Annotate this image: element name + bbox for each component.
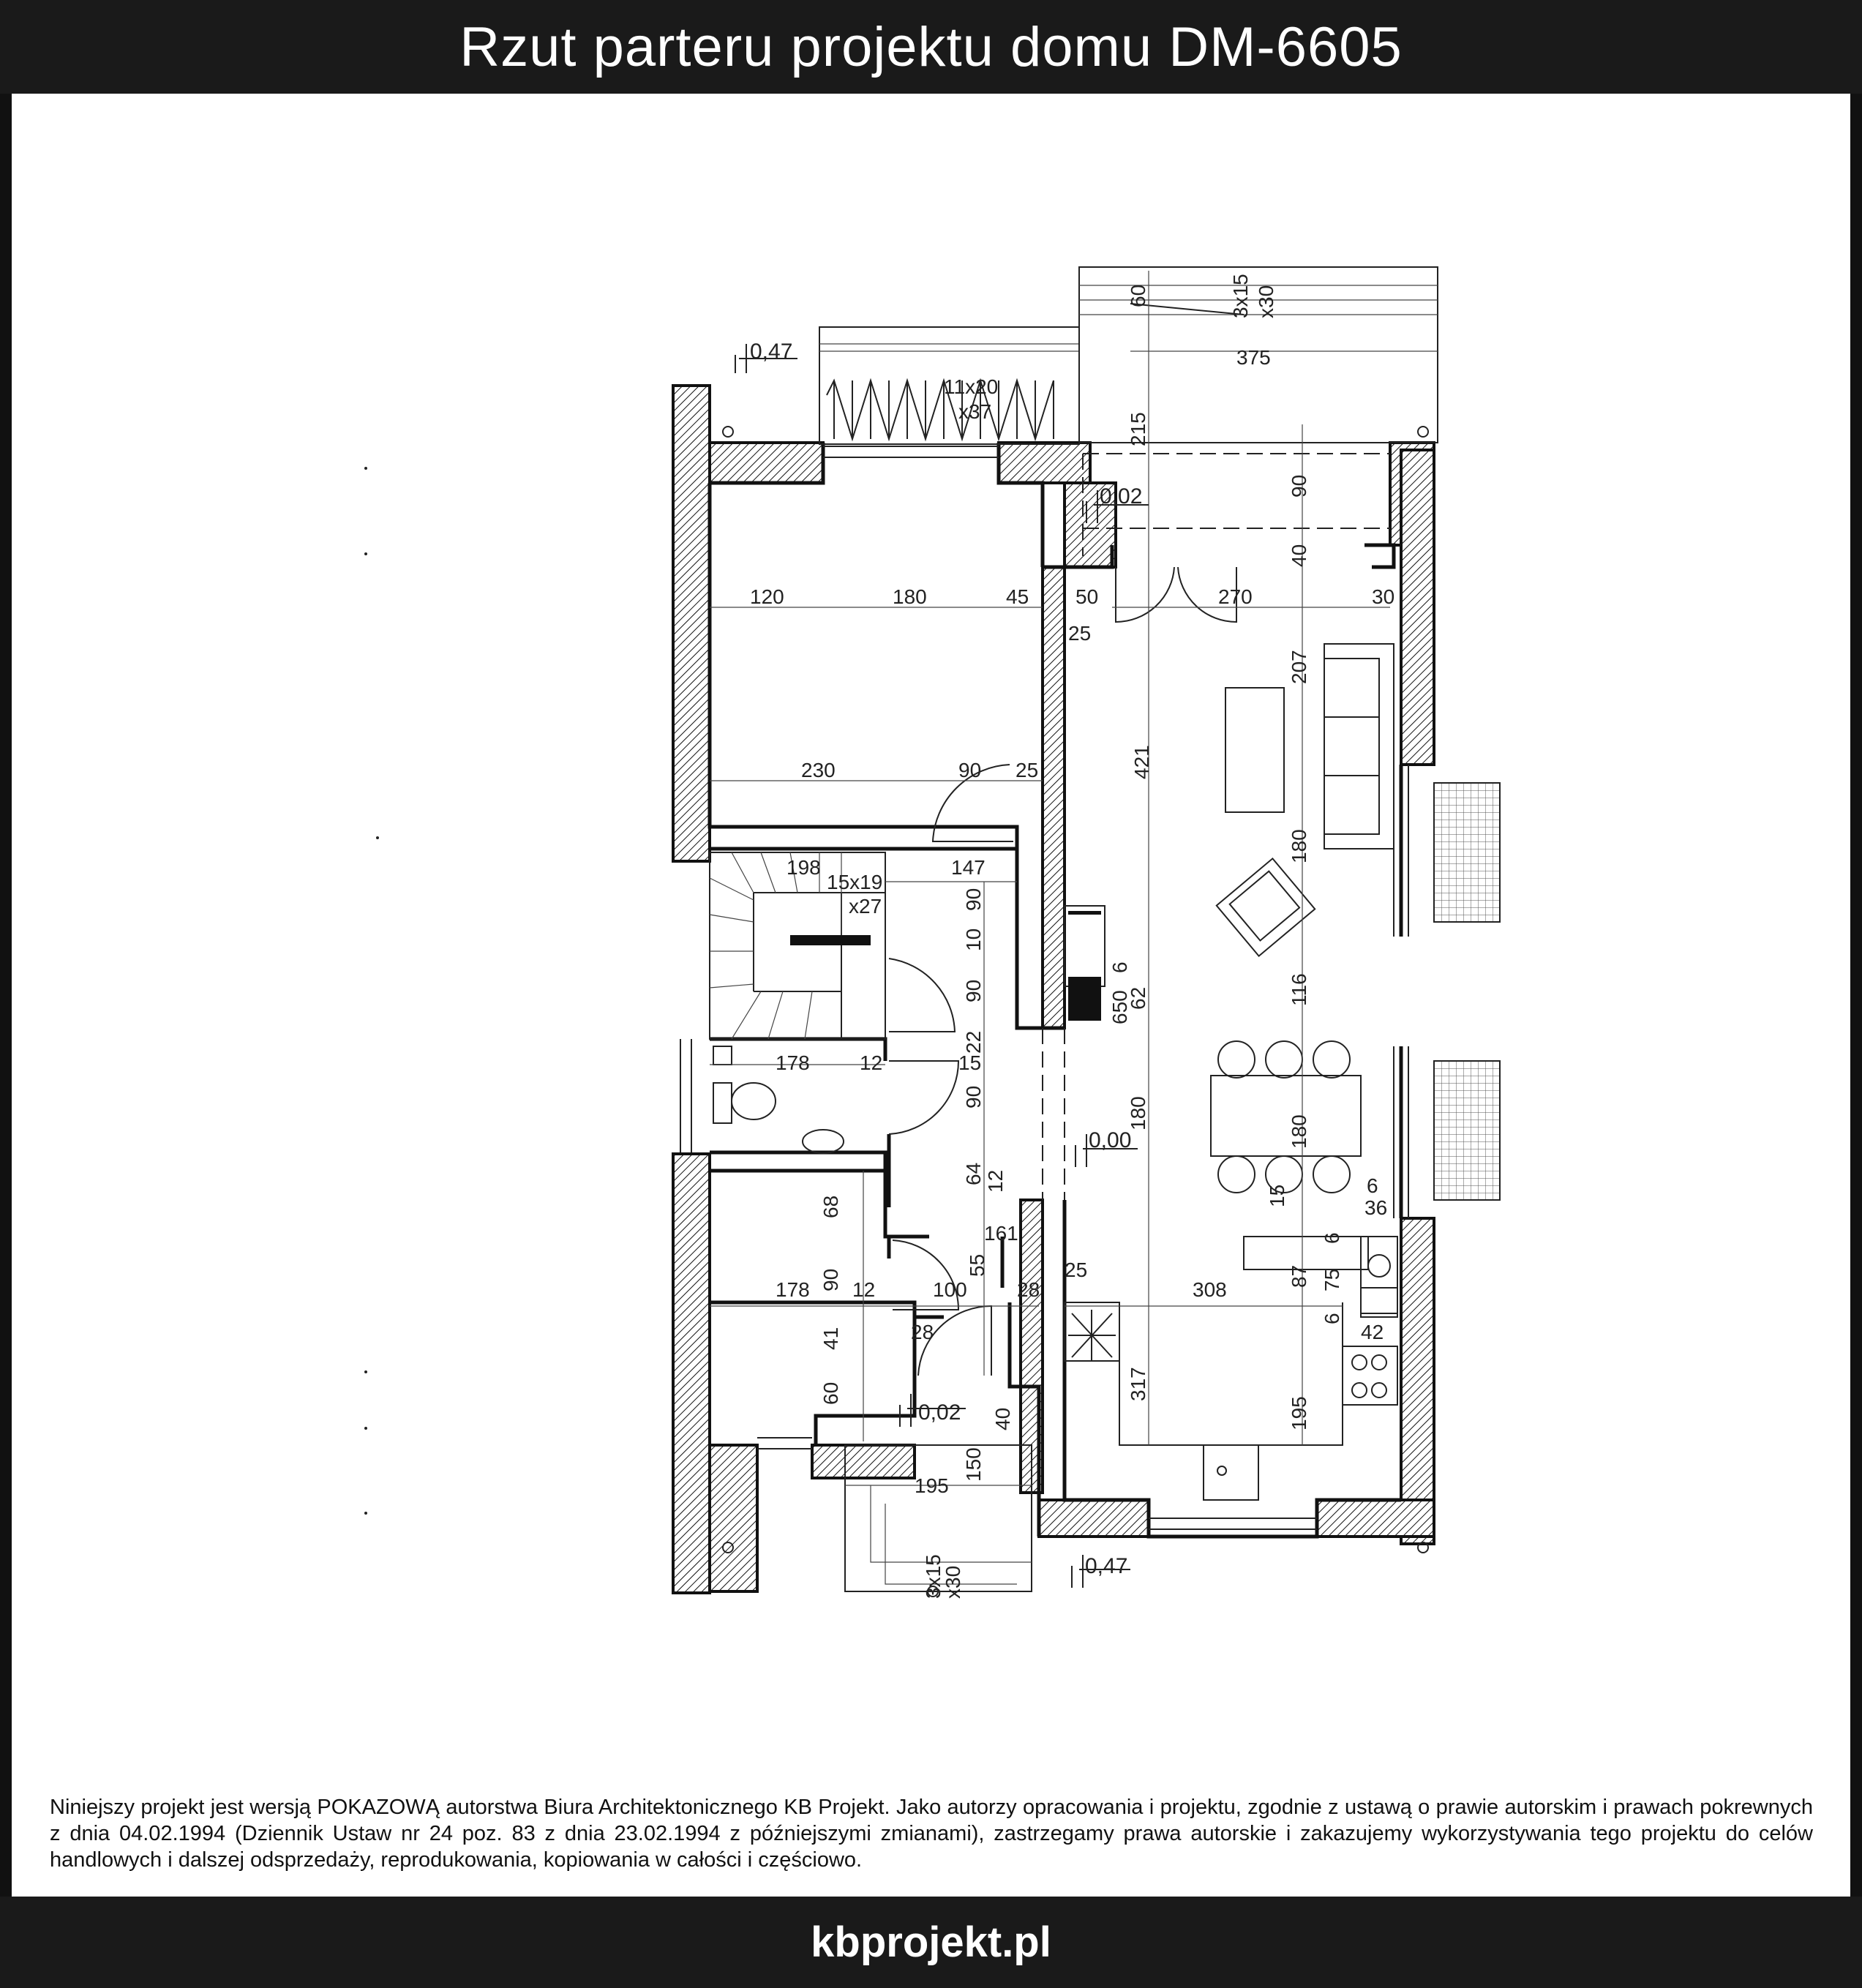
svg-text:6: 6 — [1321, 1232, 1343, 1244]
level-bottom: 0,47 — [1085, 1554, 1127, 1578]
dimension-lines — [710, 271, 1438, 1585]
svg-text:55: 55 — [966, 1254, 988, 1277]
svg-text:12: 12 — [860, 1051, 882, 1074]
svg-text:36: 36 — [1364, 1196, 1387, 1219]
stairs-internal-b: x27 — [849, 895, 882, 918]
svg-text:178: 178 — [776, 1051, 810, 1074]
svg-text:207: 207 — [1288, 650, 1310, 684]
stairs-entry-a: 3x15 — [922, 1554, 945, 1599]
svg-text:90: 90 — [1288, 475, 1310, 498]
svg-text:195: 195 — [1288, 1396, 1310, 1430]
svg-text:87: 87 — [1288, 1265, 1310, 1288]
svg-text:90: 90 — [962, 980, 985, 1002]
svg-text:50: 50 — [1075, 585, 1098, 608]
svg-text:650: 650 — [1108, 990, 1131, 1024]
svg-text:25: 25 — [1065, 1259, 1087, 1281]
front-stairs — [819, 266, 1438, 445]
right-balconies — [1433, 782, 1501, 1201]
level-top-left: 0,47 — [750, 340, 792, 364]
stairs-terrace-a: 3x15 — [1229, 274, 1252, 318]
svg-text:90: 90 — [958, 759, 981, 781]
svg-text:64: 64 — [962, 1163, 985, 1185]
svg-text:90: 90 — [962, 1086, 985, 1109]
page-title: Rzut parteru projektu domu DM-6605 — [0, 0, 1862, 94]
svg-text:12: 12 — [984, 1170, 1007, 1193]
stairs-front-a: 11x20 — [944, 375, 998, 398]
svg-text:150: 150 — [962, 1447, 985, 1482]
svg-text:90: 90 — [819, 1269, 842, 1291]
level-markers — [735, 344, 1149, 1588]
svg-text:270: 270 — [1218, 585, 1253, 608]
svg-text:317: 317 — [1127, 1367, 1149, 1401]
svg-text:6: 6 — [1108, 961, 1131, 973]
svg-text:41: 41 — [819, 1327, 842, 1350]
svg-text:230: 230 — [801, 759, 836, 781]
svg-text:161: 161 — [984, 1222, 1018, 1245]
svg-text:116: 116 — [1288, 973, 1310, 1006]
svg-text:180: 180 — [1127, 1096, 1149, 1130]
stairs-terrace-b: x30 — [1255, 285, 1277, 318]
copyright-notice: Niniejszy projekt jest wersją POKAZOWĄ a… — [50, 1796, 1813, 1872]
reference-markers — [722, 426, 1429, 1597]
svg-text:75: 75 — [1321, 1269, 1343, 1291]
footer-brand[interactable]: kbprojekt.pl — [0, 1897, 1862, 1988]
level-floor: 0,00 — [1089, 1128, 1131, 1152]
level-entrance: 0,02 — [918, 1400, 961, 1425]
svg-text:28: 28 — [1017, 1278, 1040, 1301]
svg-text:120: 120 — [750, 585, 784, 608]
svg-text:6: 6 — [1367, 1174, 1378, 1197]
svg-text:25: 25 — [1068, 622, 1091, 645]
svg-text:180: 180 — [1288, 1114, 1310, 1149]
svg-text:100: 100 — [933, 1278, 967, 1301]
svg-text:421: 421 — [1130, 745, 1153, 779]
svg-text:62: 62 — [1127, 987, 1149, 1010]
svg-text:30: 30 — [1372, 585, 1394, 608]
svg-text:10: 10 — [962, 929, 985, 951]
svg-text:375: 375 — [1236, 346, 1271, 369]
svg-text:147: 147 — [951, 856, 986, 879]
stray-dots — [364, 467, 379, 1515]
svg-text:178: 178 — [776, 1278, 810, 1301]
svg-text:45: 45 — [1006, 585, 1029, 608]
svg-text:28: 28 — [911, 1321, 934, 1343]
door-swings — [888, 566, 1237, 1376]
dimension-labels: 0,47 0,02 0,00 0,02 0,47 11x20 x37 3x15 … — [750, 274, 1394, 1599]
svg-text:60: 60 — [1127, 285, 1149, 307]
internal-stairs — [709, 852, 886, 1040]
svg-text:195: 195 — [915, 1474, 949, 1497]
stairs-internal-a: 15x19 — [827, 871, 882, 893]
living-furniture — [1064, 643, 1394, 1193]
svg-text:12: 12 — [852, 1278, 875, 1301]
svg-text:180: 180 — [1288, 829, 1310, 863]
svg-text:60: 60 — [819, 1382, 842, 1405]
svg-text:308: 308 — [1193, 1278, 1227, 1301]
svg-text:40: 40 — [1288, 544, 1310, 567]
svg-text:215: 215 — [1127, 412, 1149, 446]
level-terrace: 0,02 — [1100, 484, 1142, 509]
svg-text:25: 25 — [1016, 759, 1038, 781]
stairs-front-b: x37 — [958, 400, 991, 423]
kitchen-units — [1064, 1236, 1398, 1501]
exterior-walls — [672, 384, 1435, 1594]
svg-text:22: 22 — [962, 1031, 985, 1054]
svg-text:40: 40 — [991, 1408, 1014, 1430]
stairs-entry-b: x30 — [942, 1566, 964, 1599]
svg-text:68: 68 — [819, 1196, 842, 1218]
svg-text:6: 6 — [1321, 1313, 1343, 1324]
svg-text:42: 42 — [1361, 1321, 1384, 1343]
dashed-overhead-lines — [1042, 453, 1390, 1200]
svg-text:15: 15 — [1266, 1185, 1288, 1207]
svg-text:180: 180 — [893, 585, 927, 608]
svg-text:198: 198 — [787, 856, 821, 879]
svg-text:15: 15 — [958, 1051, 981, 1074]
svg-text:90: 90 — [962, 888, 985, 911]
